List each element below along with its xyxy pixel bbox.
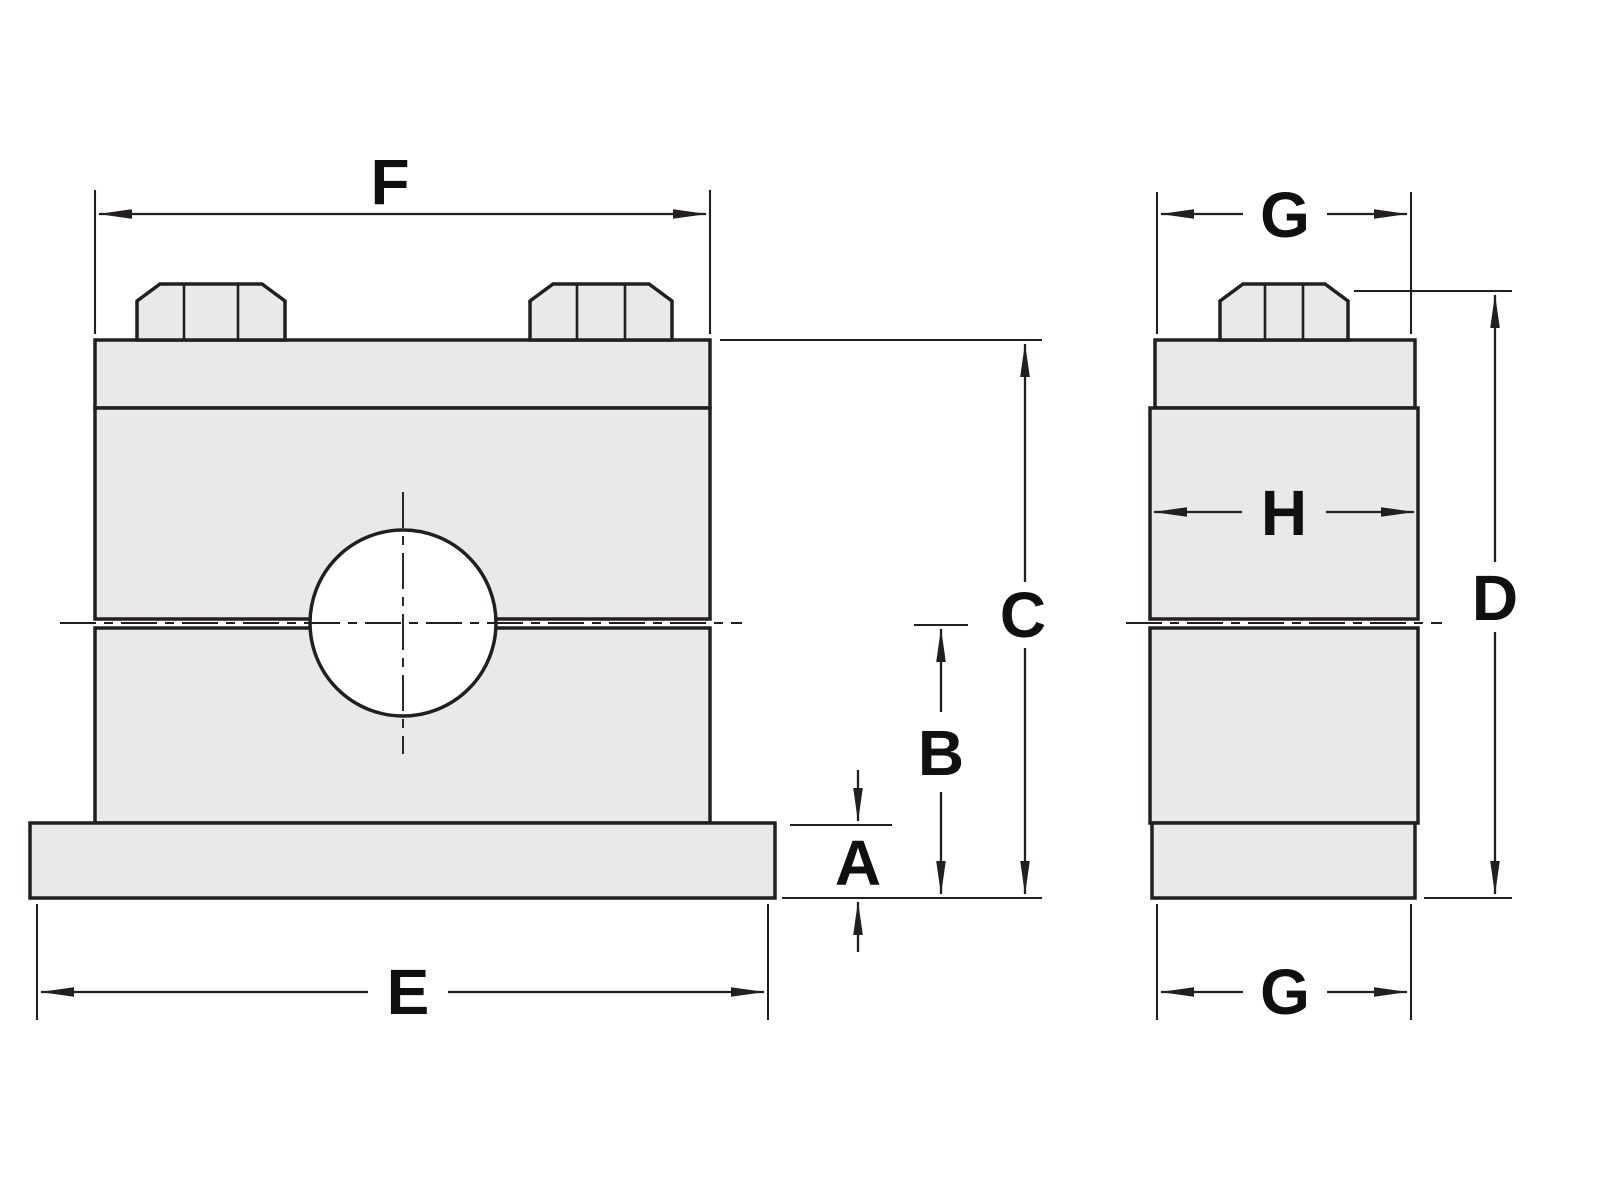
hex-bolt-head-outline (528, 282, 674, 342)
dim-F: F (93, 146, 712, 334)
side-view (1126, 282, 1442, 900)
dim-H: H (1153, 477, 1415, 549)
dim-B: B (914, 623, 968, 895)
front-dimensions: F E C B (35, 146, 1046, 1028)
dim-A: A (790, 770, 892, 952)
side-lower-clamp-half (1148, 626, 1420, 825)
side-dimensions: G H D G (1153, 179, 1518, 1028)
front-base-plate (28, 821, 777, 900)
side-cover-plate (1153, 338, 1417, 410)
dim-H-label: H (1261, 477, 1307, 549)
dim-B-label: B (918, 717, 964, 789)
dim-F-label: F (370, 146, 409, 218)
dim-G-bottom: G (1155, 904, 1413, 1028)
dim-D-label: D (1472, 562, 1518, 634)
front-hex-bolt-left (135, 282, 287, 342)
dim-E-label: E (387, 956, 430, 1028)
hex-bolt-head-outline (135, 282, 287, 342)
hex-bolt-head-outline (1218, 282, 1350, 342)
dim-C: C (720, 338, 1046, 900)
dim-D: D (1354, 289, 1518, 900)
dim-G-bottom-label: G (1260, 956, 1310, 1028)
dim-G-top-label: G (1260, 179, 1310, 251)
side-hex-bolt (1218, 282, 1350, 342)
front-view (28, 282, 777, 900)
side-base-plate (1150, 821, 1417, 900)
side-upper-clamp-half (1148, 406, 1420, 621)
dim-C-label: C (1000, 579, 1046, 651)
front-cover-plate (93, 338, 712, 410)
dim-E: E (35, 904, 770, 1028)
dim-G-top: G (1155, 179, 1413, 334)
dim-A-label: A (835, 827, 881, 899)
front-hex-bolt-right (528, 282, 674, 342)
